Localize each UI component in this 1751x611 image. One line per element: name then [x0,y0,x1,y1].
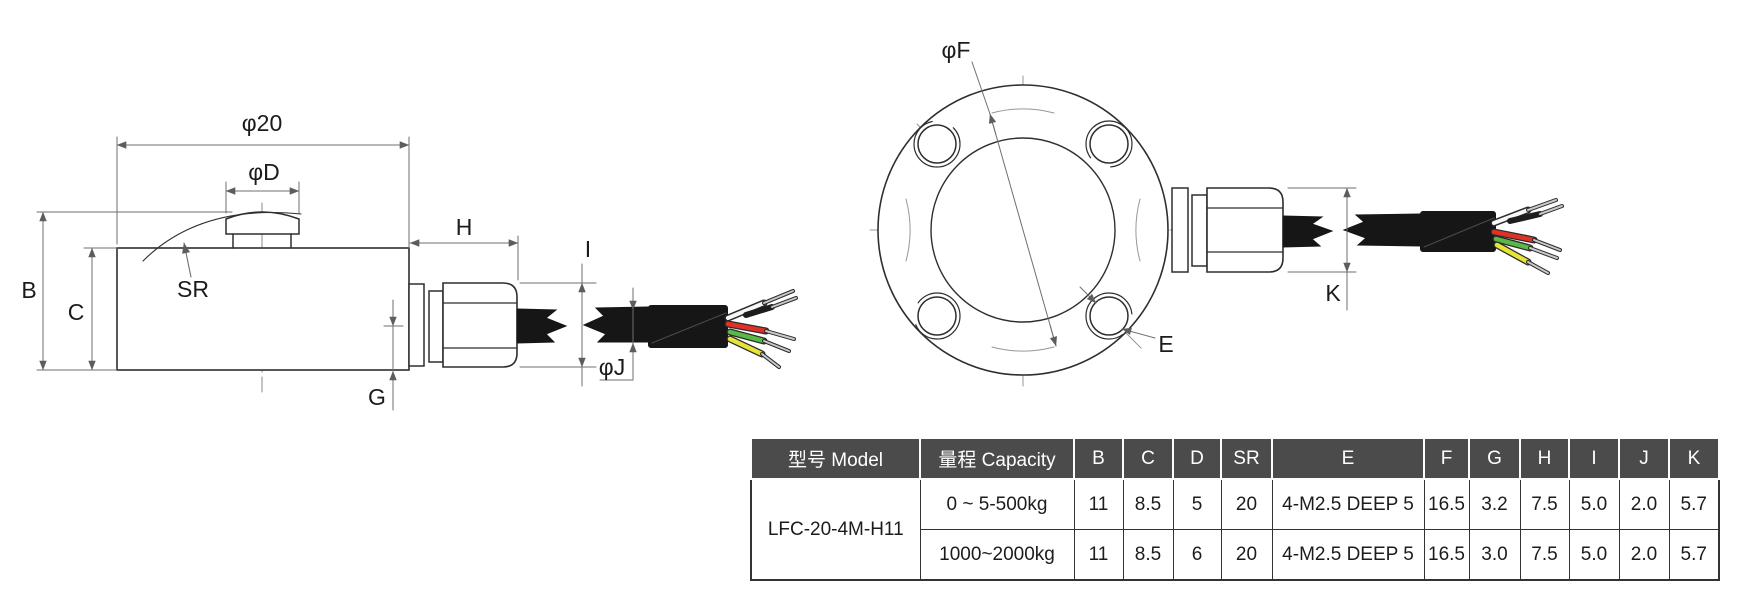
capacity-cell: 1000~2000kg [919,529,1075,581]
cable-segment [582,306,649,343]
value-cell: 11 [1073,529,1124,581]
dim-label-E: E [1158,331,1173,357]
cable-segment [516,308,568,344]
connector-housing [1206,187,1284,273]
connector-housing-lines [442,302,518,349]
col-header-B: B [1073,437,1124,480]
value-cell: 2.0 [1618,529,1670,581]
model-cell: LFC-20-4M-H11 [750,478,921,581]
value-cell: 2.0 [1618,478,1670,530]
value-cell: 7.5 [1519,478,1570,530]
front-view: φF E K [869,37,1564,387]
value-cell: 5.0 [1568,478,1620,530]
dim-label-diaJ: φJ [599,354,625,380]
dimension-lines [971,61,1357,347]
value-cell: 16.5 [1423,478,1470,530]
sr-leader [182,242,192,278]
connector-collar [1191,194,1208,267]
value-cell: 20 [1220,478,1273,530]
bolt-circle-arcs [905,108,1141,352]
dim-label-diaF: φF [942,37,971,63]
dimension-lines [36,136,637,411]
value-cell: 3.0 [1468,529,1521,581]
value-cell: 8.5 [1122,478,1174,530]
col-header-D: D [1172,437,1222,480]
value-cell: 5.0 [1568,529,1620,581]
value-cell: 5 [1172,478,1222,530]
dim-label-C: C [68,299,85,325]
dim-label-dia20: φ20 [242,110,283,136]
connector-housing-lines [1206,207,1284,253]
table-row: LFC-20-4M-H11 0 ~ 5-500kg 11 8.5 5 20 4-… [750,478,1720,581]
load-cell-body [116,247,410,371]
dim-label-K: K [1325,280,1341,306]
dim-label-G: G [368,384,386,410]
value-cell: 3.2 [1468,478,1521,530]
col-header-C: C [1122,437,1174,480]
col-header-G: G [1468,437,1521,480]
cable-sheath-end [648,305,728,348]
value-cell: 11 [1073,478,1124,530]
col-header-capacity: 量程 Capacity [919,437,1075,480]
value-cell: 5.7 [1668,478,1720,530]
sr-arc [142,211,302,262]
wire-bundle [1490,198,1564,275]
connector-flange-ring [408,283,425,367]
wire-bundle [724,289,798,369]
connector-collar [428,290,444,363]
dim-label-I: I [585,236,591,262]
col-header-SR: SR [1220,437,1273,480]
col-header-I: I [1568,437,1620,480]
col-header-model: 型号 Model [750,437,921,480]
col-header-H: H [1519,437,1570,480]
value-cell: 5.7 [1668,529,1720,581]
spec-table: 型号 Model 量程 Capacity B C D SR E F G H I … [750,437,1720,581]
dim-label-B: B [21,277,36,303]
mounting-holes [913,120,1133,340]
dim-label-diaD: φD [248,159,280,185]
flange-inner-circle [930,137,1116,323]
value-cell: 4-M2.5 DEEP 5 [1271,478,1425,530]
col-header-K: K [1668,437,1720,480]
value-cell: 6 [1172,529,1222,581]
col-header-E: E [1271,437,1425,480]
value-cell: 16.5 [1423,529,1470,581]
load-button-stem [232,233,292,249]
dim-label-SR: SR [177,276,209,302]
dim-label-H: H [456,214,473,240]
connector-housing [442,282,518,368]
capacity-cell: 0 ~ 5-500kg [919,478,1075,530]
value-cell: 7.5 [1519,529,1570,581]
sheath-highlight [1423,217,1495,248]
value-cell: 8.5 [1122,529,1174,581]
value-cell: 20 [1220,529,1273,581]
side-view: φ20 φD B C SR H I G φJ [21,110,798,411]
cable-segment [1282,215,1334,248]
col-header-F: F [1423,437,1470,480]
value-cell: 4-M2.5 DEEP 5 [1271,529,1425,581]
sheath-highlight [651,312,727,344]
col-header-J: J [1618,437,1670,480]
cable-sheath-end [1420,211,1496,252]
connector-flange-ring [1171,187,1189,273]
cable-segment [1342,213,1421,247]
table-row: 1000~2000kg 11 8.5 6 20 4-M2.5 DEEP 5 16… [751,529,1720,581]
table-header-row: 型号 Model 量程 Capacity B C D SR E F G H I … [750,437,1720,480]
